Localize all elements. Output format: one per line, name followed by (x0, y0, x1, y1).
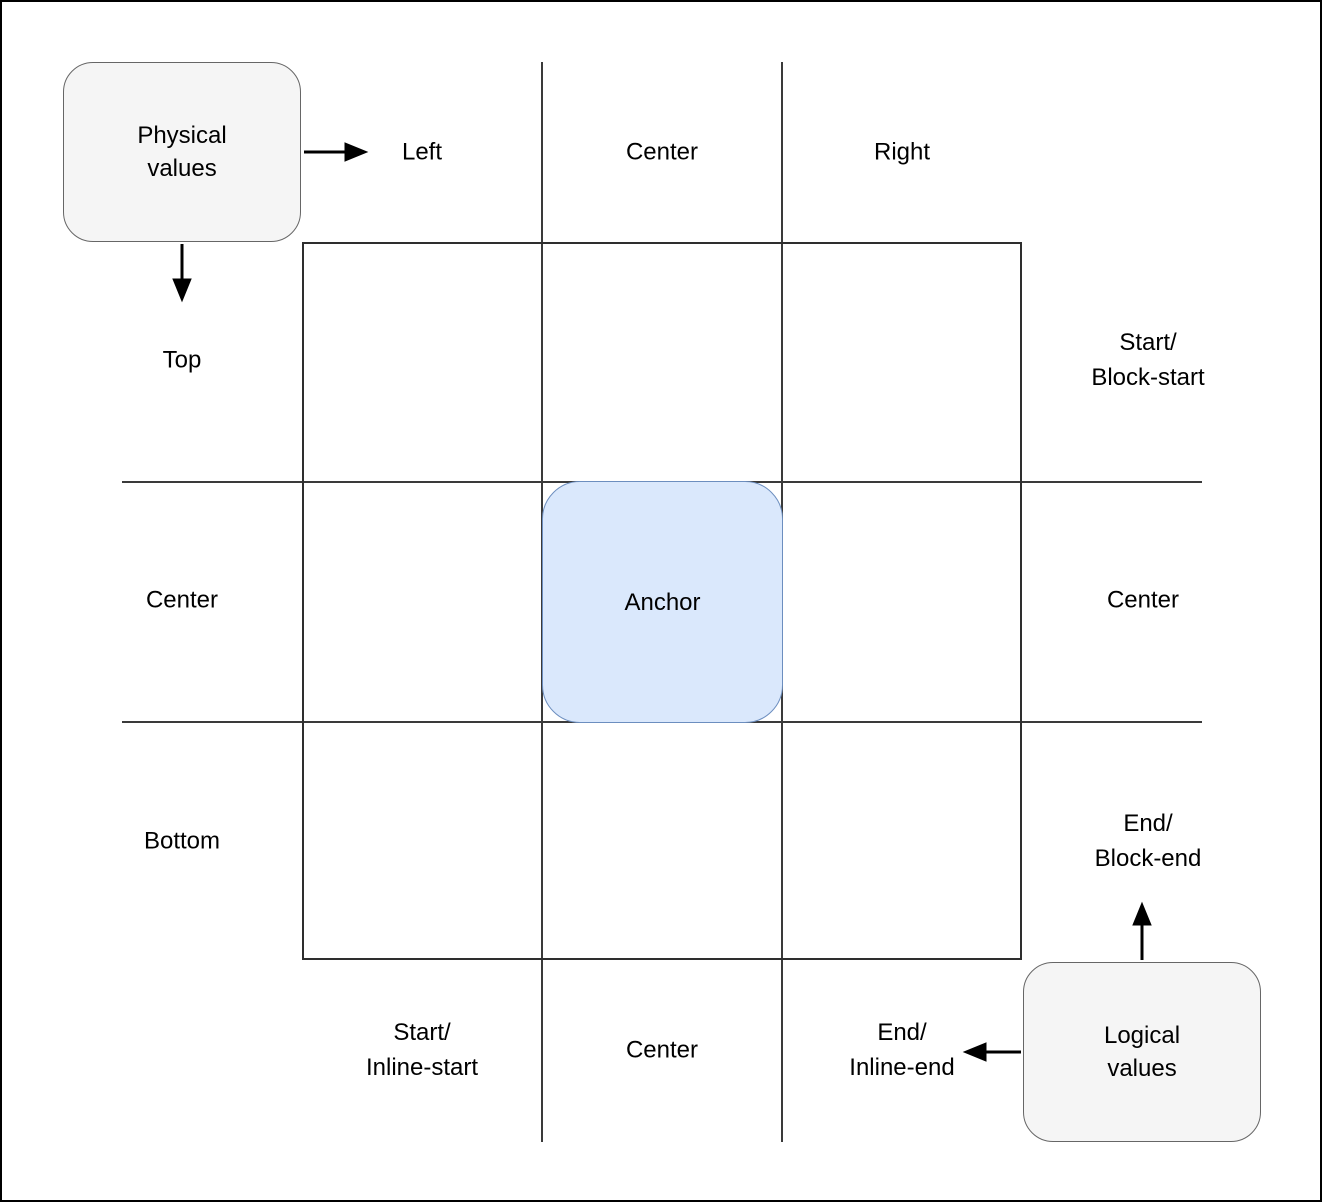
physical-values-box: Physical values (63, 62, 301, 242)
anchor-label: Anchor (624, 588, 701, 616)
label-start-block-start: Start/ Block-start (1091, 329, 1205, 391)
up-arrow-icon (1132, 901, 1152, 960)
label-end-inline-end: End/ Inline-end (849, 1019, 955, 1081)
label-right-center: Center (1106, 586, 1180, 614)
label-top-center: Center (625, 138, 699, 166)
label-end-block-end: End/ Block-end (1094, 810, 1202, 872)
label-start-inline-start: Start/ Inline-start (365, 1019, 479, 1081)
label-bottom: Bottom (143, 827, 221, 855)
label-left-center: Center (145, 586, 219, 614)
physical-values-label: Physical values (137, 122, 227, 182)
label-left: Left (401, 138, 443, 166)
logical-values-box: Logical values (1023, 962, 1261, 1142)
logical-values-label: Logical values (1103, 1022, 1181, 1082)
label-top: Top (162, 346, 202, 374)
grid-outline-box (302, 242, 1022, 960)
label-bottom-center: Center (625, 1036, 699, 1064)
label-right: Right (873, 138, 931, 166)
down-arrow-icon (172, 244, 192, 303)
anchor-box: Anchor (542, 481, 783, 723)
